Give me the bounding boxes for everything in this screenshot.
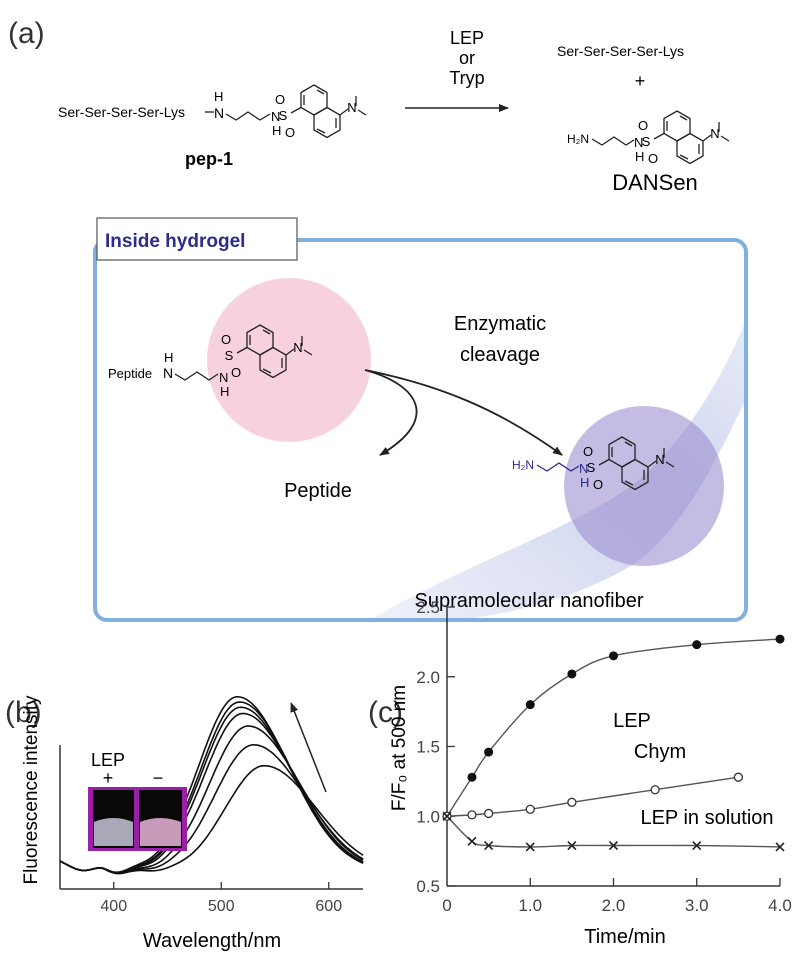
data-point-lep-solution	[608, 840, 619, 851]
peptide-prefix: Peptide	[108, 366, 152, 381]
series-label-lep: LEP	[613, 710, 651, 732]
purple-circle	[564, 406, 724, 566]
y-tick-label: 1.0	[416, 807, 440, 826]
cleavage-arrow	[364, 369, 563, 456]
pink-circle	[207, 278, 371, 442]
enzyme-tryp: Tryp	[449, 68, 484, 88]
data-point-lep-solution	[525, 842, 535, 852]
atom-n: N	[634, 135, 643, 150]
vial-minus	[140, 818, 181, 846]
process-line-2: cleavage	[460, 344, 540, 366]
y-tick-label: 1.5	[416, 738, 440, 757]
vial-photo-inset: LEP + −	[88, 750, 187, 851]
data-point-lep	[484, 747, 494, 757]
enzyme-lep: LEP	[450, 28, 484, 48]
y-tick-label: 2.5	[416, 598, 440, 617]
data-point-lep-solution	[692, 840, 702, 851]
released-peptide-label: Peptide	[284, 480, 352, 502]
x-tick-label: 0	[442, 896, 451, 915]
inset-plus: +	[103, 768, 114, 788]
data-point-chym	[467, 810, 477, 820]
hydrogel-panel: Inside hydrogel Peptide N H N H H₂N N H …	[93, 217, 748, 622]
hydrogel-title: Inside hydrogel	[105, 231, 245, 252]
data-point-chym	[525, 804, 535, 814]
atom-h: H	[580, 475, 589, 490]
atom-n: N	[219, 370, 228, 385]
x-axis-label: Time/min	[584, 926, 665, 948]
x-tick-label: 1.0	[518, 896, 542, 915]
data-point-lep	[525, 700, 535, 710]
fluorescence-spectra-chart: Fluorescence intensity Wavelength/nm 400…	[21, 695, 364, 952]
x-tick-label: 2.0	[602, 896, 626, 915]
pep-1-structure: Ser-Ser-Ser-Ser-Lys N H N H pep-1	[58, 84, 367, 169]
data-point-lep	[692, 640, 702, 650]
data-point-lep	[609, 651, 618, 661]
atom-n: N	[214, 105, 224, 121]
x-tick-label: 500	[208, 898, 235, 915]
x-tick-label: 3.0	[685, 896, 709, 915]
reaction-arrow: LEP or Tryp	[405, 28, 509, 112]
data-point-chym	[567, 797, 577, 807]
x-tick-label: 400	[100, 898, 127, 915]
atom-n: N	[271, 109, 280, 124]
atom-h: H	[272, 123, 281, 138]
data-point-lep	[775, 634, 785, 644]
x-tick-label: 4.0	[768, 896, 792, 915]
process-line-1: Enzymatic	[454, 313, 546, 335]
spectrum-line-t7	[59, 696, 364, 873]
substrate-peptide-sequence: Ser-Ser-Ser-Ser-Lys	[58, 104, 185, 120]
product-peptide-sequence: Ser-Ser-Ser-Ser-Lys	[557, 43, 684, 59]
atom-h: H	[214, 89, 223, 104]
data-point-lep	[467, 772, 477, 782]
atom-h2n: H₂N	[512, 458, 534, 472]
inset-minus: −	[153, 768, 164, 788]
vial-plus	[94, 818, 133, 846]
hydrogel-title-box	[96, 217, 298, 261]
panel-label-b: (b)	[5, 696, 42, 729]
nanofiber-label: Supramolecular nanofiber	[414, 590, 643, 612]
atom-n: N	[163, 365, 173, 381]
series-label-lep-solution: LEP in solution	[640, 807, 773, 829]
y-axis-label: F/F₀ at 500 nm	[389, 685, 410, 811]
atom-n: N	[579, 461, 588, 476]
panel-label-c: (c)	[368, 696, 403, 729]
data-point-chym	[650, 785, 660, 795]
y-tick-label: 2.0	[416, 668, 440, 687]
x-tick-label: 600	[315, 898, 342, 915]
enzyme-or: or	[459, 48, 475, 68]
panel-label-a: (a)	[8, 17, 45, 50]
atom-h: H	[635, 149, 644, 164]
data-point-lep	[567, 669, 577, 679]
substrate-name: pep-1	[185, 149, 233, 169]
kinetics-chart: F/F₀ at 500 nm Time/min 0 1.0 2.0 3.0 4.0 0.5…	[389, 598, 792, 948]
atom-h: H	[220, 384, 229, 399]
series-label-chym: Chym	[634, 741, 686, 763]
data-point-lep-solution	[484, 840, 494, 851]
products: Ser-Ser-Ser-Ser-Lys + H₂N N H DANSen	[557, 43, 730, 195]
data-point-lep-solution	[775, 842, 785, 852]
data-point-lep-solution	[467, 836, 477, 846]
atom-h2n: H₂N	[567, 132, 589, 146]
atom-h: H	[164, 350, 173, 365]
data-point-chym	[483, 808, 494, 819]
data-point-lep-solution	[567, 840, 577, 851]
data-point-lep-solution	[442, 811, 452, 821]
inset-label: LEP	[91, 750, 125, 770]
y-tick-label: 0.5	[416, 877, 440, 896]
release-arrow	[364, 369, 418, 456]
hydrogel-frame	[93, 238, 748, 622]
data-point-chym	[733, 772, 744, 782]
plus-sign: +	[635, 71, 646, 91]
product-name: DANSen	[612, 170, 698, 195]
x-axis-label: Wavelength/nm	[143, 930, 281, 952]
time-arrow	[290, 702, 327, 793]
y-axis-label: Fluorescence intensity	[21, 695, 42, 885]
